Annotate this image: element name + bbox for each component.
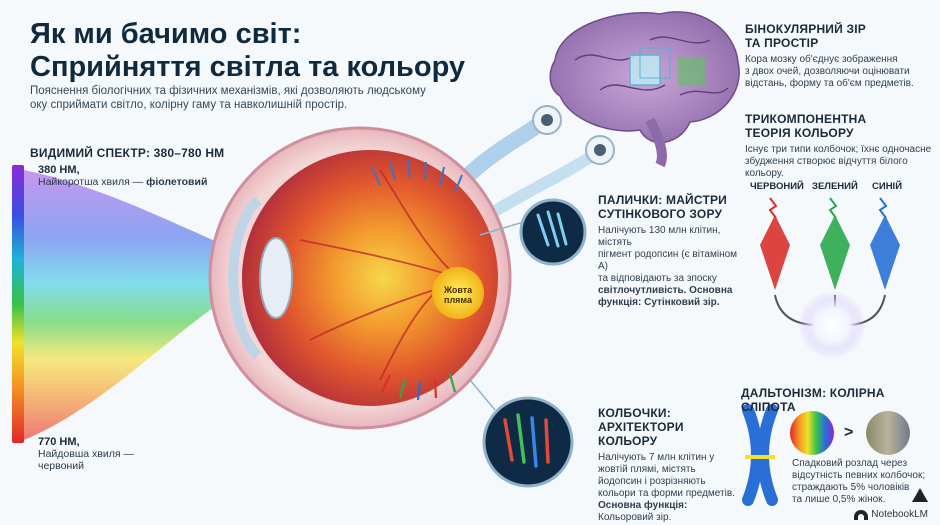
binocular-title: БІНОКУЛЯРНИЙ ЗІР ТА ПРОСТІР: [745, 22, 935, 50]
subtitle-line1: Пояснення біологічних та фізичних механі…: [30, 85, 426, 97]
notebooklm-logo-icon: [854, 509, 869, 520]
notebooklm-logo-text: NotebookLM: [871, 509, 928, 520]
rods-block: ПАЛИЧКИ: МАЙСТРИ СУТІНКОВОГО ЗОРУ Налічу…: [598, 193, 738, 309]
long-wave-desc-line2: червоний: [38, 460, 84, 472]
macula-line2: пляма: [444, 295, 472, 305]
daltonism-body: Спадковий розлад через відсутність певни…: [792, 458, 932, 506]
notebooklm-logo: NotebookLM: [854, 509, 928, 520]
cones-title-line2: АРХІТЕКТОРИ КОЛЬОРУ: [598, 420, 684, 448]
daltonism-body-line2: відсутність певних колбочок;: [792, 470, 926, 481]
binocular-body-line2: з двох очей, дозволяючи оцінювати: [745, 66, 910, 77]
rods-body-line5: функція: Сутінковий зір.: [598, 297, 720, 308]
daltonism-compare-symbol: >: [844, 424, 854, 441]
rods-title-line1: ПАЛИЧКИ: МАЙСТРИ: [598, 193, 728, 207]
cones-title-line1: КОЛБОЧКИ:: [598, 406, 671, 420]
binocular-body-line3: відстань, форму та об'єм предметів.: [745, 78, 914, 89]
trichromatic-title: ТРИКОМПОНЕНТНА ТЕОРІЯ КОЛЬОРУ: [745, 112, 935, 140]
rods-body-line2: пігмент родопсин (є вітаміном А): [598, 249, 738, 272]
daltonism-body-line3: страждають 5% чоловіків: [792, 482, 910, 493]
trichromatic-body-line3: кольору.: [745, 168, 784, 179]
short-wave-value: 380 НМ,: [38, 164, 80, 176]
cones-function-line1: Основна функція:: [598, 500, 688, 511]
cones-function-line2: Кольоровий зір.: [598, 512, 672, 523]
page-title-line2: Сприйняття світла та кольору: [30, 51, 466, 83]
macula-line1: Жовта: [443, 285, 473, 295]
cones-body-line4: кольори та форми предметів.: [598, 488, 735, 499]
trichromatic-title-line2: ТЕОРІЯ КОЛЬОРУ: [745, 126, 854, 140]
trichromatic-title-line1: ТРИКОМПОНЕНТНА: [745, 112, 867, 126]
trichromatic-body-line2: збудження створює відчуття білого: [745, 156, 908, 167]
daltonism-body-line4: та лише 0,5% жінок.: [792, 494, 886, 505]
trichromatic-body-line1: Існує три типи колбочок; їхнє одночасне: [745, 144, 932, 155]
cones-body: Налічують 7 млн клітин у жовтій плямі, м…: [598, 452, 738, 524]
spectrum-title: ВИДИМИЙ СПЕКТР: 380–780 НМ: [30, 146, 225, 160]
subtitle-line2: оку сприймати світло, колірну гаму та на…: [30, 99, 348, 111]
cones-title: КОЛБОЧКИ: АРХІТЕКТОРИ КОЛЬОРУ: [598, 406, 738, 448]
cones-block: КОЛБОЧКИ: АРХІТЕКТОРИ КОЛЬОРУ Налічують …: [598, 406, 738, 524]
long-wave-desc-line1: Найдовша хвиля —: [38, 448, 134, 460]
rods-title-line2: СУТІНКОВОГО ЗОРУ: [598, 207, 723, 221]
spectrum-long-label: 770 НМ, Найдовша хвиля — червоний: [38, 436, 134, 472]
binocular-title-line2: ТА ПРОСТІР: [745, 36, 819, 50]
cones-body-line2: жовтій плямі, містять: [598, 464, 696, 475]
rods-title: ПАЛИЧКИ: МАЙСТРИ СУТІНКОВОГО ЗОРУ: [598, 193, 738, 221]
page-title-line1: Як ми бачимо світ:: [30, 18, 302, 50]
rods-body-line3: та відповідають за зпоску: [598, 273, 717, 284]
short-wave-desc: Найкоротша хвиля — фіолетовий: [38, 176, 207, 188]
binocular-body-line1: Кора мозку об'єднує зображення: [745, 54, 898, 65]
cones-body-line3: йодопсин і розрізняють: [598, 476, 706, 487]
rods-body: Налічують 130 млн клітин, містять пігмен…: [598, 225, 738, 309]
daltonism-title: ДАЛЬТОНІЗМ: КОЛІРНА СЛІПОТА: [741, 386, 885, 414]
trichromatic-body: Існує три типи колбочок; їхнє одночасне …: [745, 144, 935, 180]
page-title: Як ми бачимо світ: Сприйняття світла та …: [30, 18, 500, 84]
short-wave-color: фіолетовий: [146, 176, 208, 188]
cone-blue-label: СИНІЙ: [872, 181, 903, 192]
rods-body-line1: Налічують 130 млн клітин, містять: [598, 225, 721, 248]
cone-green-label: ЗЕЛЕНИЙ: [812, 181, 858, 192]
rods-body-line4: світлочутливість. Основна: [598, 285, 733, 296]
binocular-block: БІНОКУЛЯРНИЙ ЗІР ТА ПРОСТІР Кора мозку о…: [745, 22, 935, 90]
binocular-body: Кора мозку об'єднує зображення з двох оч…: [745, 54, 935, 90]
page-subtitle: Пояснення біологічних та фізичних механі…: [30, 84, 440, 112]
daltonism-body-line1: Спадковий розлад через: [792, 458, 908, 469]
binocular-title-line1: БІНОКУЛЯРНИЙ ЗІР: [745, 22, 866, 36]
trichromatic-block: ТРИКОМПОНЕНТНА ТЕОРІЯ КОЛЬОРУ Існує три …: [745, 112, 935, 180]
macula-label: Жовта пляма: [436, 285, 480, 305]
cone-red-label: ЧЕРВОНИЙ: [750, 181, 804, 192]
spectrum-short-label: 380 НМ, Найкоротша хвиля — фіолетовий: [38, 164, 207, 188]
long-wave-value: 770 НМ,: [38, 436, 80, 448]
short-wave-prefix: Найкоротша хвиля —: [38, 176, 147, 188]
cones-body-line1: Налічують 7 млн клітин у: [598, 452, 715, 463]
